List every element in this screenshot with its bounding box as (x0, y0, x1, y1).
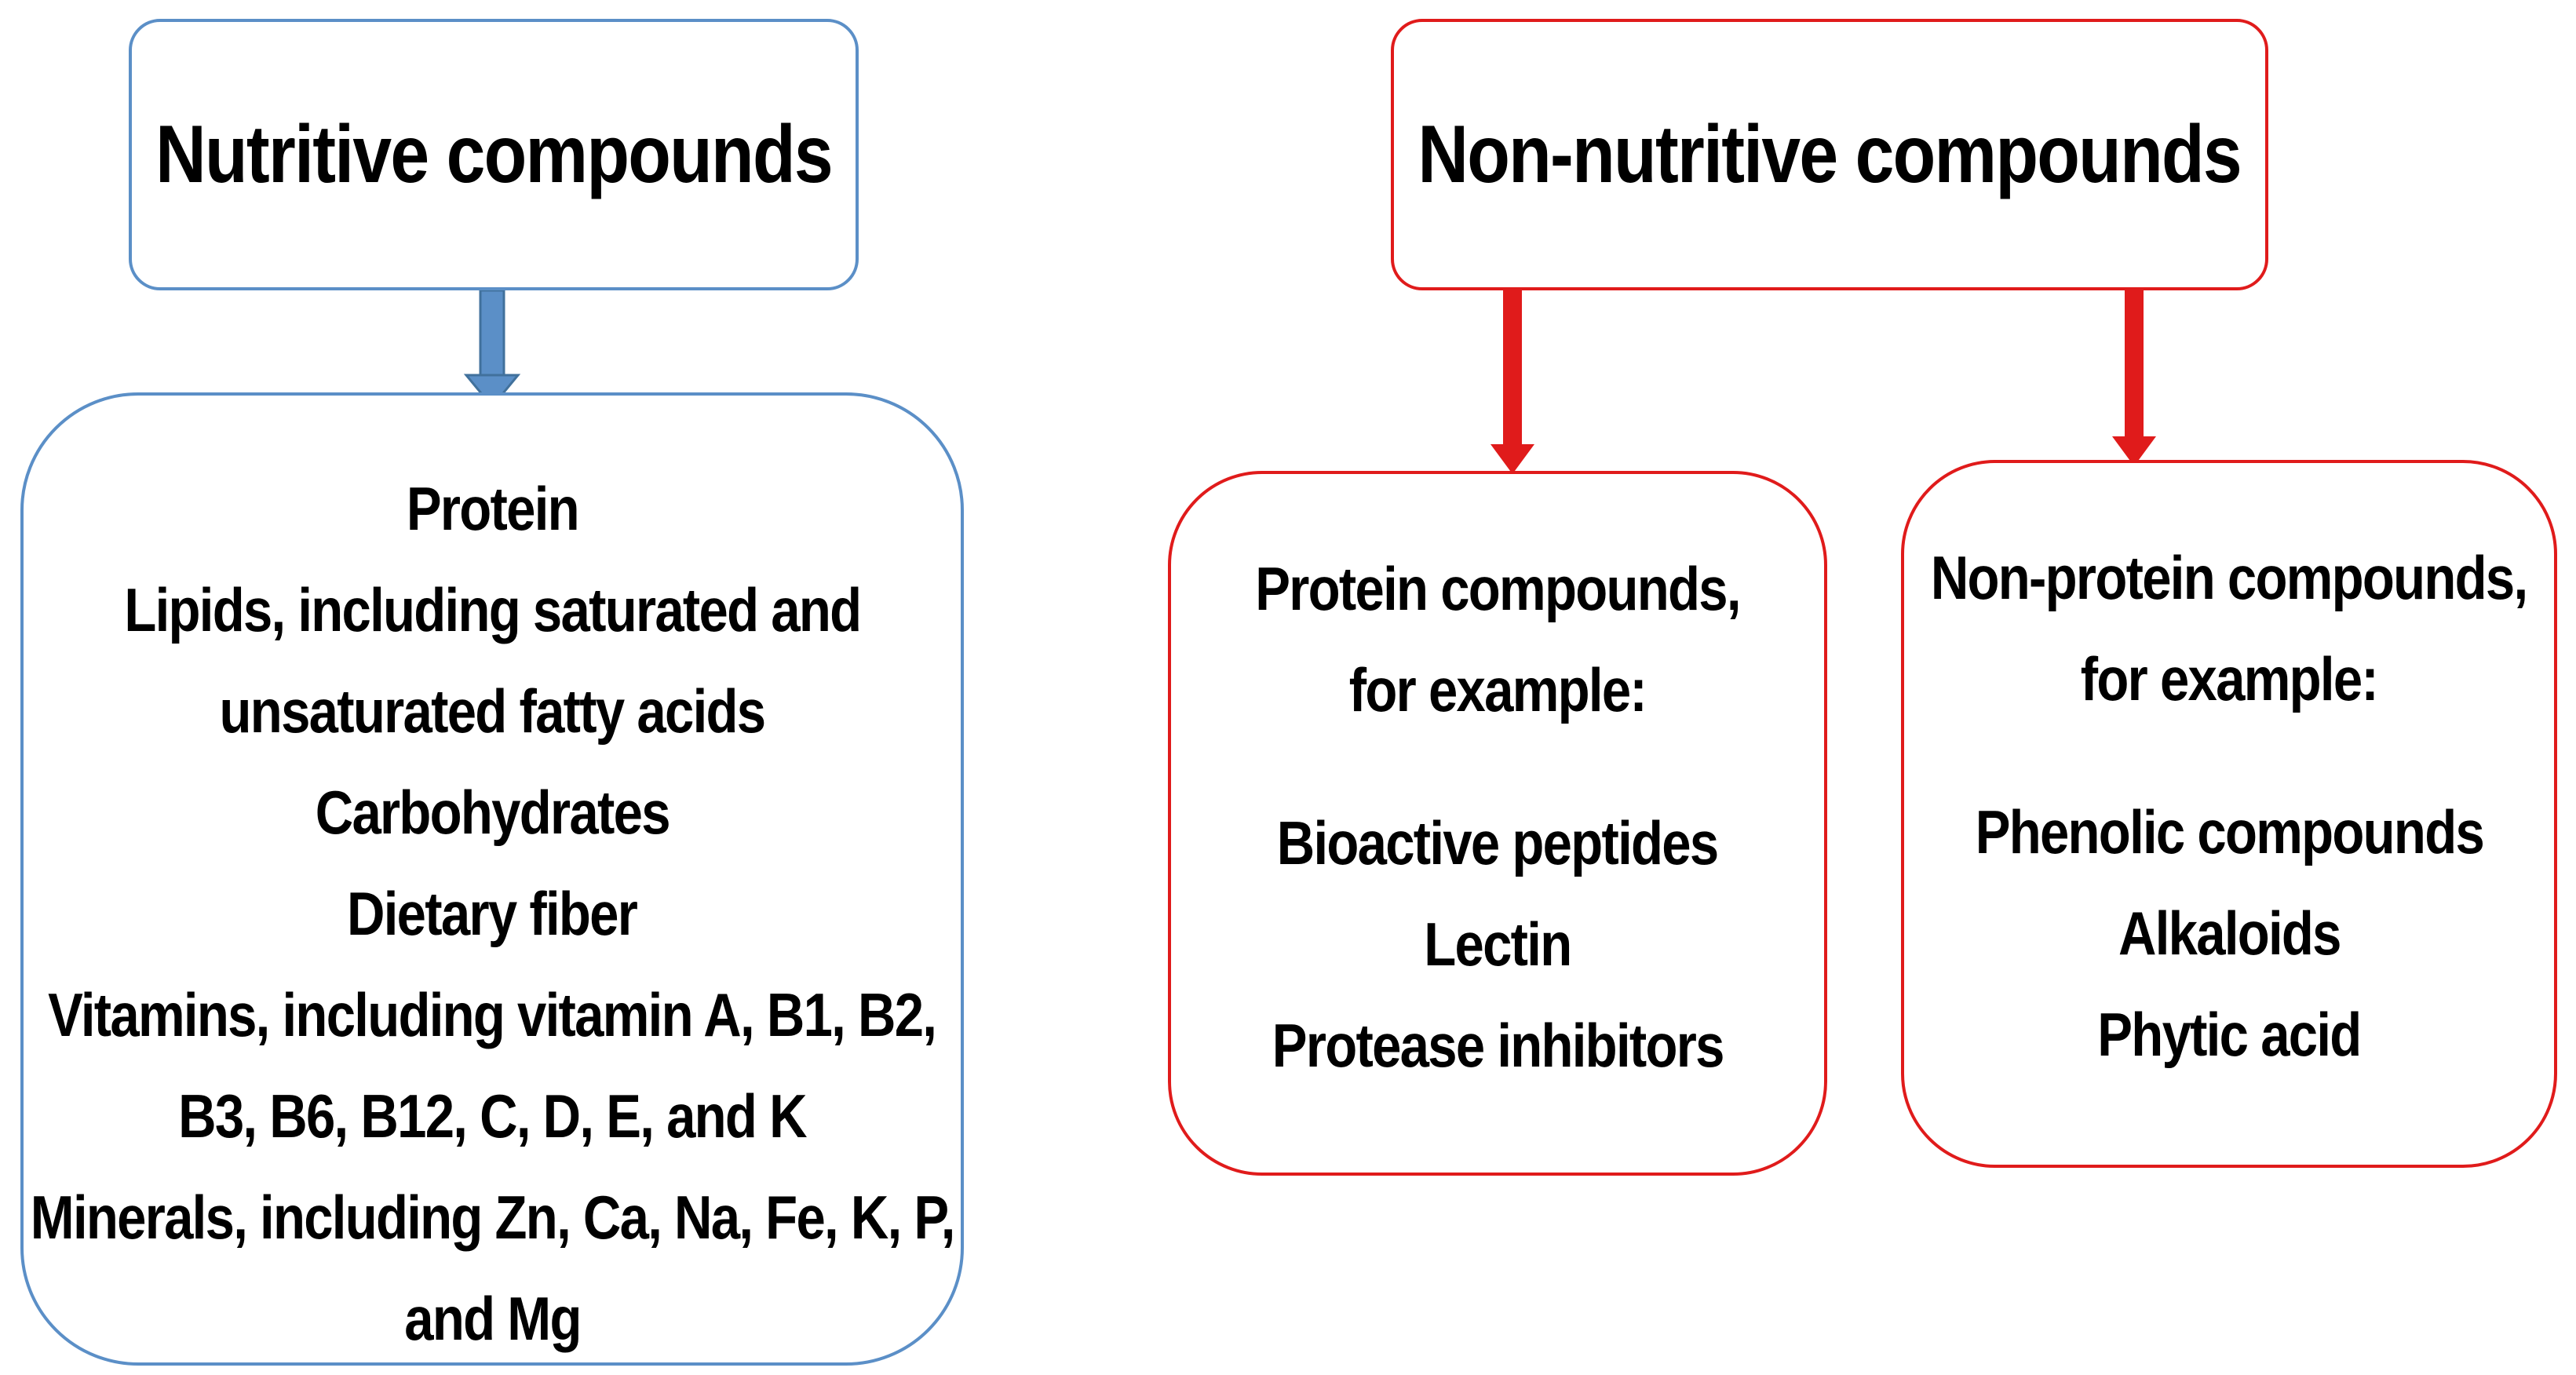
nutritive-item: Carbohydrates (315, 778, 670, 847)
non-protein-compounds-subheading: for example: (2080, 644, 2379, 713)
nutritive-item: and Mg (403, 1284, 582, 1353)
protein-compounds-heading: Protein compounds, (1255, 554, 1741, 623)
nutritive-item: unsaturated fatty acids (219, 677, 767, 746)
non-protein-compound-item: Phenolic compounds (1975, 797, 2484, 866)
arrow-nonnutritive-to-nonprotein (2112, 287, 2156, 466)
protein-compound-item: Bioactive peptides (1277, 808, 1719, 877)
non-protein-compound-item: Alkaloids (2118, 899, 2341, 968)
nutritive-compounds-title: Nutritive compounds (155, 108, 833, 200)
non-protein-compounds-heading: Non-protein compounds, (1931, 543, 2528, 612)
nutritive-item: Protein (406, 474, 579, 543)
nutritive-items-box: Protein Lipids, including saturated and … (20, 392, 964, 1366)
non-protein-compounds-box: Non-protein compounds, for example: Phen… (1901, 460, 2557, 1168)
protein-compound-item: Protease inhibitors (1272, 1011, 1725, 1080)
protein-compound-item: Lectin (1424, 910, 1572, 979)
nutritive-item: Vitamins, including vitamin A, B1, B2, (48, 980, 937, 1049)
nutritive-compounds-box: Nutritive compounds (129, 19, 859, 290)
nutritive-item: Lipids, including saturated and (123, 575, 862, 644)
nutritive-item: Dietary fiber (347, 879, 638, 948)
protein-compounds-box: Protein compounds, for example: Bioactiv… (1168, 471, 1827, 1176)
non-protein-compound-item: Phytic acid (2097, 1000, 2362, 1069)
non-nutritive-compounds-title: Non-nutritive compounds (1418, 108, 2242, 200)
nutritive-item: Minerals, including Zn, Ca, Na, Fe, K, P… (30, 1183, 956, 1252)
protein-compounds-subheading: for example: (1348, 655, 1647, 724)
nutritive-item: B3, B6, B12, C, D, E, and K (178, 1081, 807, 1151)
arrow-nonnutritive-to-protein (1491, 290, 1534, 474)
arrow-nutritive-to-list (463, 289, 521, 409)
non-nutritive-compounds-box: Non-nutritive compounds (1391, 19, 2268, 290)
